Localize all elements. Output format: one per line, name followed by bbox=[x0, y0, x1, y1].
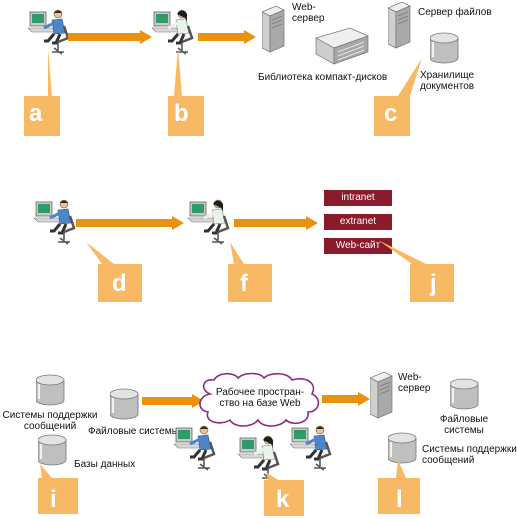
file-server-label: Сервер файлов bbox=[418, 7, 492, 18]
callout-k-label: k bbox=[276, 486, 290, 513]
web-server-label: Web- сервер bbox=[292, 2, 325, 24]
databases-label: Базы данных bbox=[74, 459, 136, 470]
callout-j-label: j bbox=[430, 270, 437, 297]
user-d-icon bbox=[34, 198, 76, 246]
doc-storage-label: Хранилище документов bbox=[420, 70, 475, 92]
msg-systems-left-icon bbox=[36, 374, 65, 406]
callout-f bbox=[228, 242, 272, 302]
callout-i bbox=[38, 464, 78, 514]
file-systems-right-icon bbox=[450, 378, 479, 410]
file-systems-left-label: Файловые системы bbox=[88, 426, 179, 437]
callout-l bbox=[378, 460, 420, 514]
callout-l-label: l bbox=[396, 486, 403, 513]
callout-k bbox=[264, 472, 304, 516]
web-server-right-label: Web- сервер bbox=[398, 372, 431, 394]
callout-c-label: c bbox=[384, 100, 398, 127]
callout-j bbox=[378, 240, 454, 302]
tag-intranet: intranet bbox=[324, 190, 392, 206]
user-f-icon bbox=[188, 198, 230, 246]
arrow-b-server bbox=[198, 30, 256, 44]
file-systems-left-icon bbox=[110, 388, 139, 420]
user-k1-icon bbox=[174, 424, 216, 472]
file-server-icon bbox=[388, 2, 411, 49]
arrow-d-f bbox=[76, 216, 184, 230]
doc-storage-icon bbox=[430, 32, 459, 64]
callout-f-label: f bbox=[240, 270, 248, 297]
cd-library-icon bbox=[315, 27, 369, 65]
callout-c bbox=[374, 58, 422, 136]
web-server-right-icon bbox=[370, 372, 393, 419]
tag-extranet: extranet bbox=[324, 214, 392, 230]
callout-a bbox=[24, 48, 60, 136]
arrow-cloud-right bbox=[322, 392, 370, 406]
callout-b bbox=[168, 48, 204, 136]
callout-d-label: d bbox=[112, 270, 127, 297]
callout-a-label: a bbox=[29, 100, 43, 127]
tag-website: Web-сайт bbox=[324, 238, 392, 254]
file-systems-right-label: Файловые системы bbox=[439, 414, 489, 436]
workspace-cloud bbox=[199, 372, 320, 427]
arrow-f-tags bbox=[234, 216, 318, 230]
callout-i-label: i bbox=[50, 486, 57, 513]
msg-systems-left-label: Системы поддержки сообщений bbox=[2, 410, 98, 432]
callout-d bbox=[86, 242, 142, 302]
cd-library-label: Библиотека компакт-дисков bbox=[258, 72, 388, 83]
workspace-label: Рабочее простран- ство на базе Web bbox=[215, 387, 305, 409]
user-k3-icon bbox=[290, 424, 332, 472]
msg-systems-right-label: Системы поддержки сообщений bbox=[422, 444, 517, 466]
callout-b-label: b bbox=[174, 100, 189, 127]
web-server-icon bbox=[262, 6, 285, 53]
arrow-left-cloud bbox=[142, 394, 204, 408]
arrow-a-b bbox=[68, 30, 152, 44]
